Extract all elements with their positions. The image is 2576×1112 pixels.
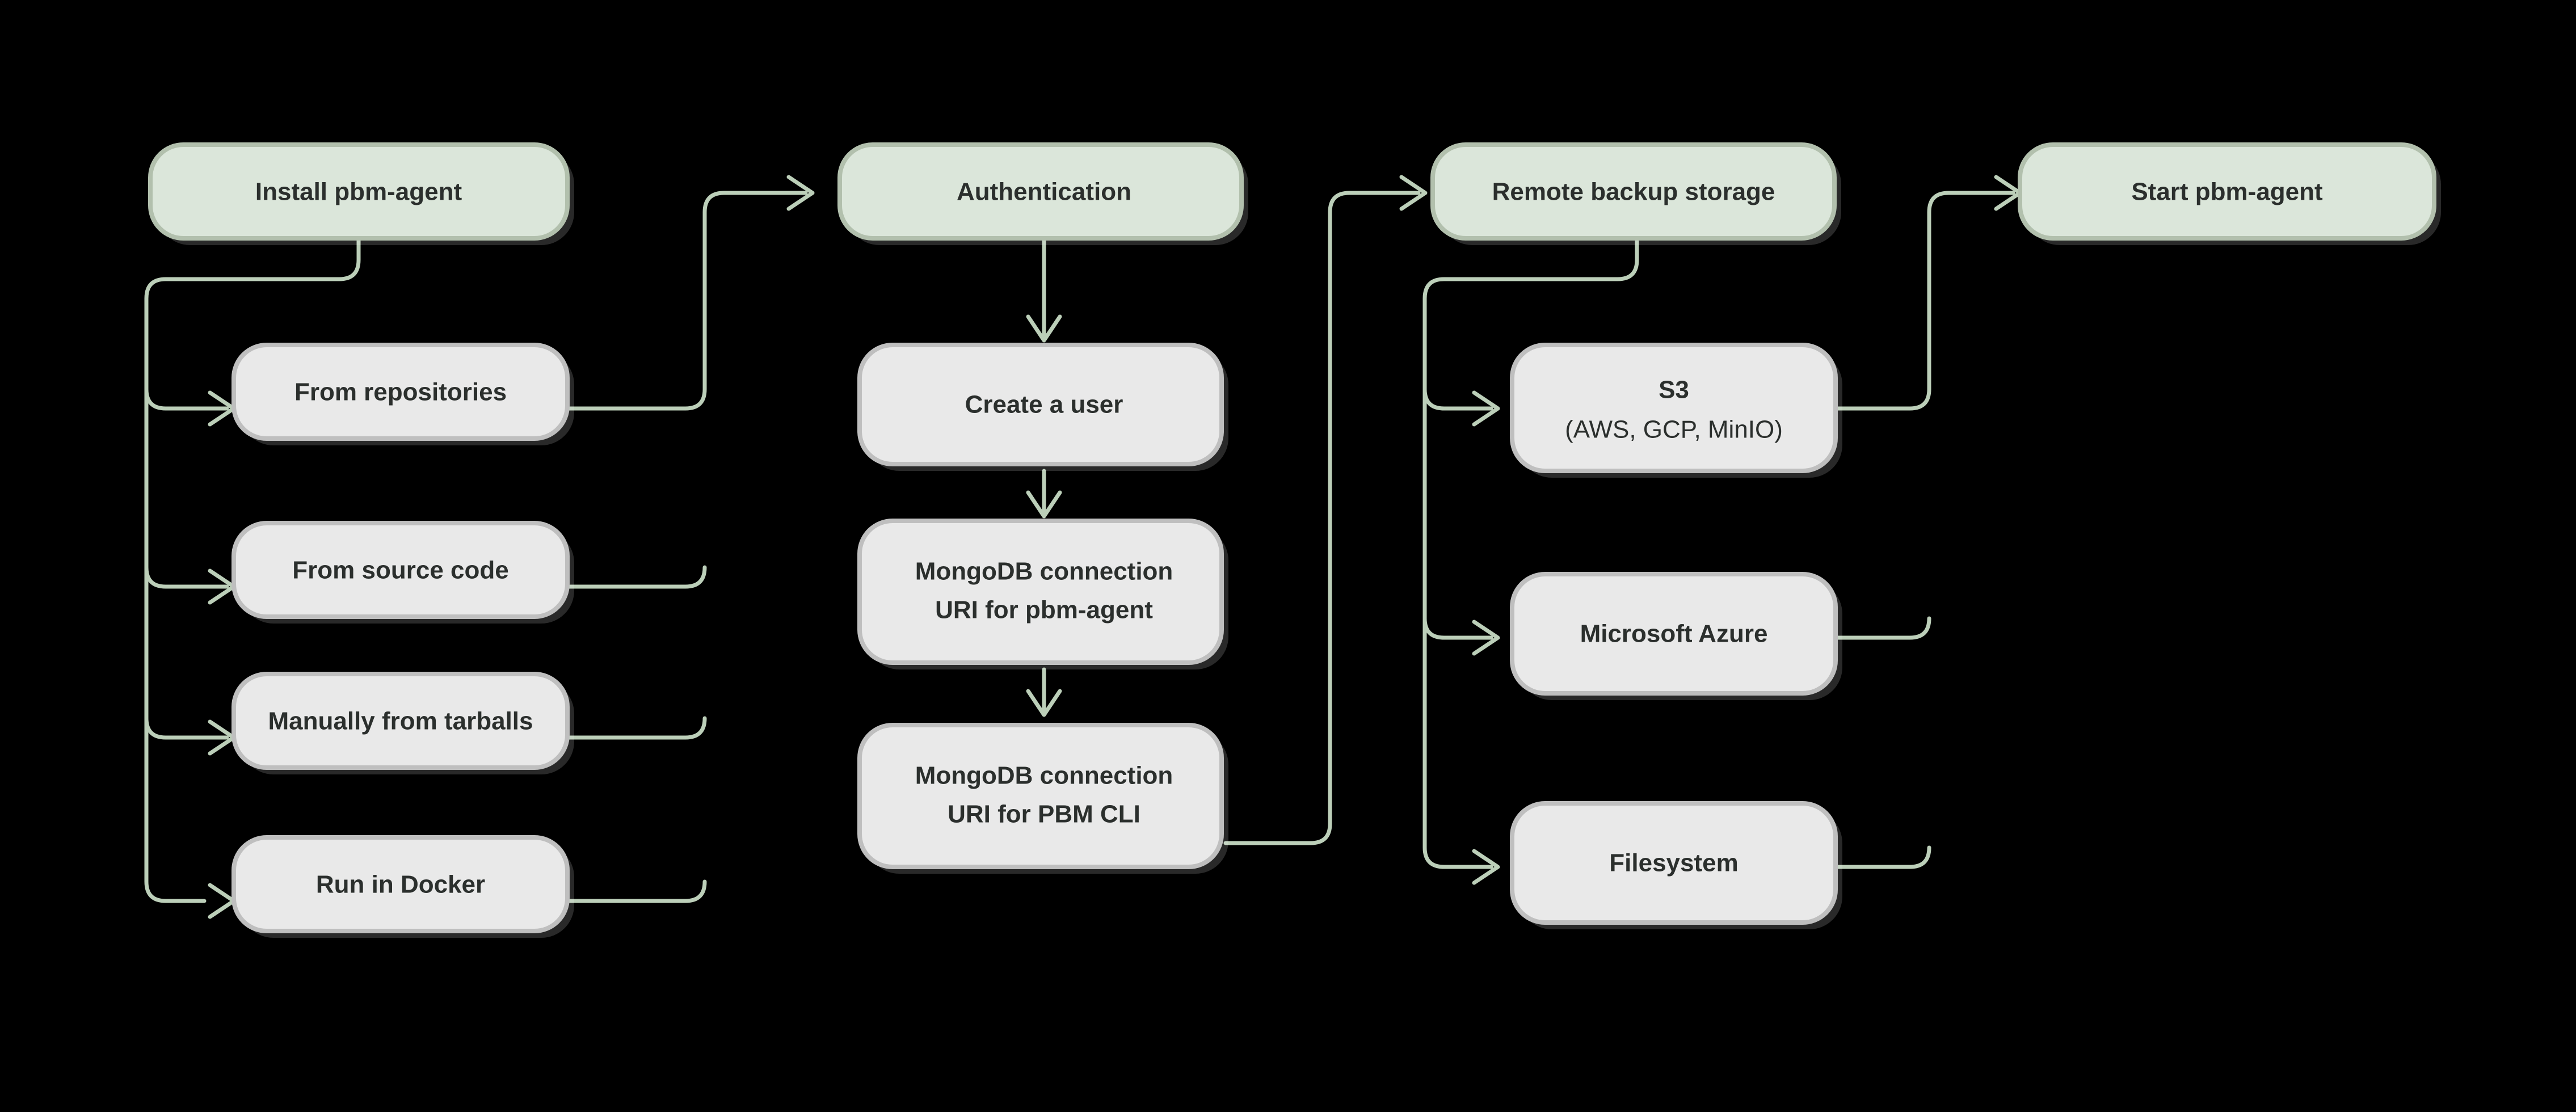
edge-group-authentication [1026, 238, 1062, 717]
node-mongodb-uri-pbm-agent[interactable]: MongoDB connection URI for pbm-agent [857, 519, 1228, 669]
node-label-from-repositories: From repositories [294, 378, 507, 406]
node-from-source-code[interactable]: From source code [231, 521, 574, 624]
edge-azure-to-start [1833, 616, 1931, 640]
node-surface [148, 142, 570, 241]
edge-source-code-to-auth [565, 565, 707, 589]
node-from-repositories[interactable]: From repositories [231, 343, 574, 445]
node-label-from-source-code: From source code [292, 557, 508, 584]
edge-filesystem-to-start [1833, 845, 1931, 869]
node-mongodb-uri-pbm-cli[interactable]: MongoDB connection URI for PBM CLI [857, 723, 1228, 874]
edge-install-to-tarballs [144, 716, 229, 740]
edge-group-install-to-auth [565, 175, 815, 903]
edge-storage-to-azure [1422, 616, 1493, 640]
node-label-start-pbm-agent: Start pbm-agent [2131, 178, 2323, 206]
node-surface [1510, 572, 1838, 696]
node-surface [231, 672, 570, 770]
node-label-create-a-user: Create a user [965, 391, 1123, 419]
arrowhead-uri-pbm-agent [1026, 490, 1062, 519]
node-label-microsoft-azure: Microsoft Azure [1580, 620, 1768, 648]
arrowhead-authentication [786, 175, 815, 211]
edge-uri-cli-to-storage [1223, 191, 1421, 845]
node-label-remote-backup-storage: Remote backup storage [1492, 178, 1775, 206]
node-label-run-in-docker: Run in Docker [316, 871, 485, 899]
node-microsoft-azure[interactable]: Microsoft Azure [1510, 572, 1842, 700]
node-filesystem[interactable]: Filesystem [1510, 801, 1842, 929]
node-surface [1430, 142, 1837, 241]
node-surface [857, 519, 1224, 665]
node-surface [231, 521, 570, 619]
node-authentication[interactable]: Authentication [837, 142, 1248, 245]
edge-s3-to-start [1833, 191, 2015, 411]
edge-install-trunk [144, 238, 361, 903]
edge-storage-trunk [1422, 238, 1639, 869]
arrowhead-remote-backup-storage [1399, 175, 1428, 211]
node-install-pbm-agent[interactable]: Install pbm-agent [148, 142, 574, 245]
arrowhead-run-in-docker [208, 883, 236, 919]
arrowhead-filesystem [1472, 849, 1500, 885]
arrowhead-uri-pbm-cli [1026, 689, 1062, 717]
node-surface [1510, 343, 1838, 473]
edge-tarballs-to-auth [565, 716, 707, 740]
node-label-mongodb-uri-pbm-agent-line1: MongoDB connection [915, 558, 1173, 586]
arrowhead-s3 [1472, 390, 1500, 427]
node-start-pbm-agent[interactable]: Start pbm-agent [2018, 142, 2441, 245]
node-remote-backup-storage[interactable]: Remote backup storage [1430, 142, 1841, 245]
node-surface [1510, 801, 1838, 925]
node-label-install-pbm-agent: Install pbm-agent [255, 178, 462, 206]
node-run-in-docker[interactable]: Run in Docker [231, 835, 574, 938]
node-surface [2018, 142, 2436, 241]
edge-group-storage-to-start [1833, 175, 2022, 869]
node-surface [231, 835, 570, 933]
node-label-s3-line2: (AWS, GCP, MinIO) [1565, 416, 1783, 444]
node-s3[interactable]: S3 (AWS, GCP, MinIO) [1510, 343, 1842, 478]
node-surface [837, 142, 1244, 241]
edge-group-storage [1422, 238, 1639, 885]
node-manually-from-tarballs[interactable]: Manually from tarballs [231, 672, 574, 774]
node-label-mongodb-uri-pbm-agent-line2: URI for pbm-agent [935, 596, 1153, 624]
node-label-manually-from-tarballs: Manually from tarballs [268, 707, 533, 735]
node-label-mongodb-uri-pbm-cli-line2: URI for PBM CLI [948, 801, 1140, 828]
node-label-filesystem: Filesystem [1609, 849, 1738, 877]
edge-group-auth-to-storage [1223, 175, 1428, 845]
edge-repositories-to-auth [565, 191, 808, 411]
edge-storage-to-s3 [1422, 387, 1493, 411]
node-label-s3-line1: S3 [1659, 376, 1689, 404]
edge-install-to-repositories [144, 387, 229, 411]
edge-install-to-source-code [144, 565, 229, 589]
node-surface [857, 723, 1224, 869]
node-surface [231, 343, 570, 441]
arrowhead-microsoft-azure [1472, 620, 1500, 656]
arrowhead-create-a-user [1026, 314, 1062, 343]
node-label-mongodb-uri-pbm-cli-line1: MongoDB connection [915, 762, 1173, 790]
node-create-a-user[interactable]: Create a user [857, 343, 1228, 471]
node-label-authentication: Authentication [957, 178, 1131, 206]
edge-docker-to-auth [565, 879, 707, 903]
node-surface [857, 343, 1224, 466]
